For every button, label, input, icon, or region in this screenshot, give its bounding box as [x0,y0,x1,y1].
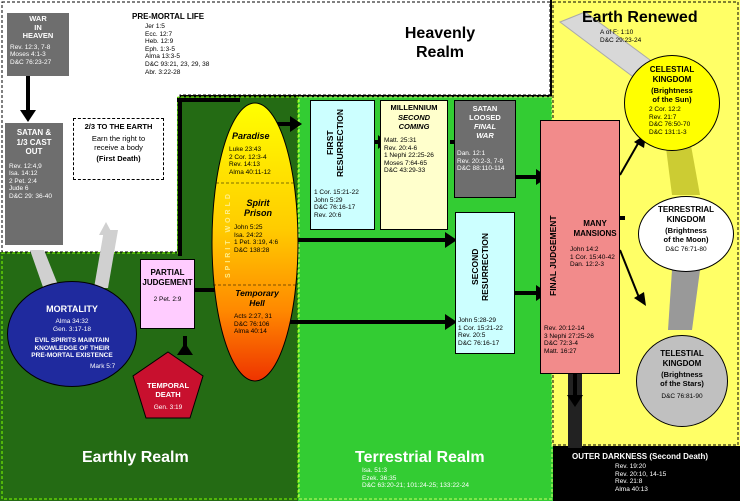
mortality-refs: Alma 34:32 Gen. 3:17-18 [53,318,91,333]
mortality-title: MORTALITY [46,304,98,314]
mortality-circle: MORTALITY Alma 34:32 Gen. 3:17-18 EVIL S… [7,281,137,387]
many-mansions-refs: John 14:2 1 Cor. 15:40-42 Dan. 12:2-3 [570,246,615,269]
war-in-heaven-box: WAR IN HEAVEN Rev. 12:3, 7-8 Moses 4:1-3… [7,13,69,76]
satan-cast-out-box: SATAN & 1/3 CAST OUT Rev. 12:4,9 Isa. 14… [5,123,63,245]
millennium-refs: Matt. 25:31 Rev. 20:4-6 1 Nephi 22:25-26… [384,137,434,175]
second-resurrection-box: SECOND RESURRECTION John 5:28-29 1 Cor. … [455,212,515,354]
heavenly-realm-label: Heavenly Realm [404,25,476,61]
hell-title: Temporary Hell [235,288,279,308]
pre-mortal-refs: Jer 1:5 Ecc. 12:7 Heb. 12:9 Eph. 1:3-5 A… [145,23,210,76]
second-resurrection-refs: John 5:28-29 1 Cor. 15:21-22 Rev. 20:5 D… [458,317,503,347]
paradise-title: Paradise [232,131,270,141]
outer-darkness-refs: Rev. 19:20 Rev. 20:10, 14-15 Rev. 21:8 A… [615,463,667,493]
prison-title: Spirit Prison [244,198,273,218]
earth-renewed-refs: A of F: 1:10 D&C 29:23-24 [600,29,642,44]
celestial-subtitle: (Brightness of the Sun) [651,86,693,104]
earth-renewed-label: Earth Renewed [582,9,698,26]
spirit-world-side-label: SPIRIT WORLD [225,191,232,279]
millennium-title: MILLENNIUM [390,103,438,112]
terrestrial-realm-label: Terrestrial Realm [355,449,485,466]
outer-darkness-title: OUTER DARKNESS (Second Death) [572,452,709,461]
two-thirds-box: 2/3 TO THE EARTH Earn the right to recei… [73,118,164,180]
first-resurrection-title: FIRST RESURRECTION [325,108,345,177]
satan-loosed-refs: Dan. 12:1 Rev. 20:2-3, 7-8 D&C 88:110-11… [457,150,505,173]
satan-loosed-title: SATAN LOOSED [469,104,501,122]
telestial-subtitle: (Brightness of the Stars) [660,370,704,388]
two-thirds-note: (First Death) [96,154,141,163]
prison-refs: John 5:25 Isa. 24:22 1 Pet. 3:19, 4:6 D&… [234,224,279,254]
mortality-body: EVIL SPIRITS MAINTAIN KNOWLEDGE OF THEIR… [31,337,113,360]
terrestrial-kingdom-refs: D&C 76:71-80 [665,246,707,253]
millennium-subtitle: SECOND COMING [397,113,431,131]
partial-judgement-box: PARTIAL JUDGEMENT 2 Pet. 2:9 [140,259,195,329]
terrestrial-kingdom-title: TERRESTRIAL KINGDOM [658,205,714,224]
celestial-refs: 2 Cor. 12:2 Rev. 21:7 D&C 76:50-70 D&C 1… [649,106,691,136]
paradise-refs: Luke 23:43 2 Cor. 12:3-4 Rev. 14:13 Alma… [229,146,271,176]
satan-loosed-subtitle: FINAL WAR [473,122,497,140]
partial-judgement-title: PARTIAL JUDGEMENT [142,268,193,287]
millennium-box: MILLENNIUM SECOND COMING Matt. 25:31 Rev… [380,100,448,230]
satan-cast-out-title: SATAN & 1/3 CAST OUT [16,128,52,156]
final-judgement-refs: Rev. 20:12-14 3 Nephi 27:25-26 D&C 72:3-… [544,325,594,355]
terrestrial-realm-refs: Isa. 51:3 Ezek. 36:35 D&C 63:20-21; 101:… [362,467,469,490]
final-judgement-title: FINAL JUDGEMENT [548,215,558,297]
war-in-heaven-title: WAR IN HEAVEN [22,14,54,40]
earthly-realm-label: Earthly Realm [82,449,189,466]
terrestrial-kingdom-subtitle: (Brightness of the Moon) [663,226,709,244]
celestial-circle: CELESTIAL KINGDOM (Brightness of the Sun… [624,55,720,151]
mortality-ref2: Mark 5:7 [90,362,116,370]
telestial-title: TELESTIAL KINGDOM [660,349,704,368]
first-resurrection-box: FIRST RESURRECTION 1 Cor. 15:21-22 John … [310,100,375,230]
heavenly-region [0,0,550,255]
second-resurrection-title: SECOND RESURRECTION [470,233,490,302]
terrestrial-kingdom-circle: TERRESTRIAL KINGDOM (Brightness of the M… [638,196,734,272]
telestial-refs: D&C 76:81-90 [661,393,703,400]
partial-judgement-ref: 2 Pet. 2:9 [153,296,182,303]
hell-refs: Acts 2:27, 31 D&C 76:106 Alma 40:14 [234,313,272,336]
final-judgement-box: FINAL JUDGEMENT [540,120,620,374]
celestial-title: CELESTIAL KINGDOM [649,65,695,84]
many-mansions-title: MANY MANSIONS [573,219,617,238]
two-thirds-body: Earn the right to receive a body [91,134,146,152]
satan-loosed-box: SATAN LOOSED FINAL WAR Dan. 12:1 Rev. 20… [454,100,516,198]
telestial-circle: TELESTIAL KINGDOM (Brightness of the Sta… [636,335,728,427]
temporal-death-ref: Gen. 3:19 [153,404,183,411]
first-resurrection-refs: 1 Cor. 15:21-22 John 5:29 D&C 76:16-17 R… [314,189,359,219]
pre-mortal-title: PRE-MORTAL LIFE [132,12,205,21]
temporal-death-title: TEMPORAL DEATH [146,381,190,399]
war-in-heaven-refs: Rev. 12:3, 7-8 Moses 4:1-3 D&C 76:23-27 [10,43,52,66]
two-thirds-title: 2/3 TO THE EARTH [84,122,153,131]
satan-cast-out-refs: Rev. 12:4,9 Isa. 14:12 2 Pet. 2:4 Jude 6… [9,162,52,200]
